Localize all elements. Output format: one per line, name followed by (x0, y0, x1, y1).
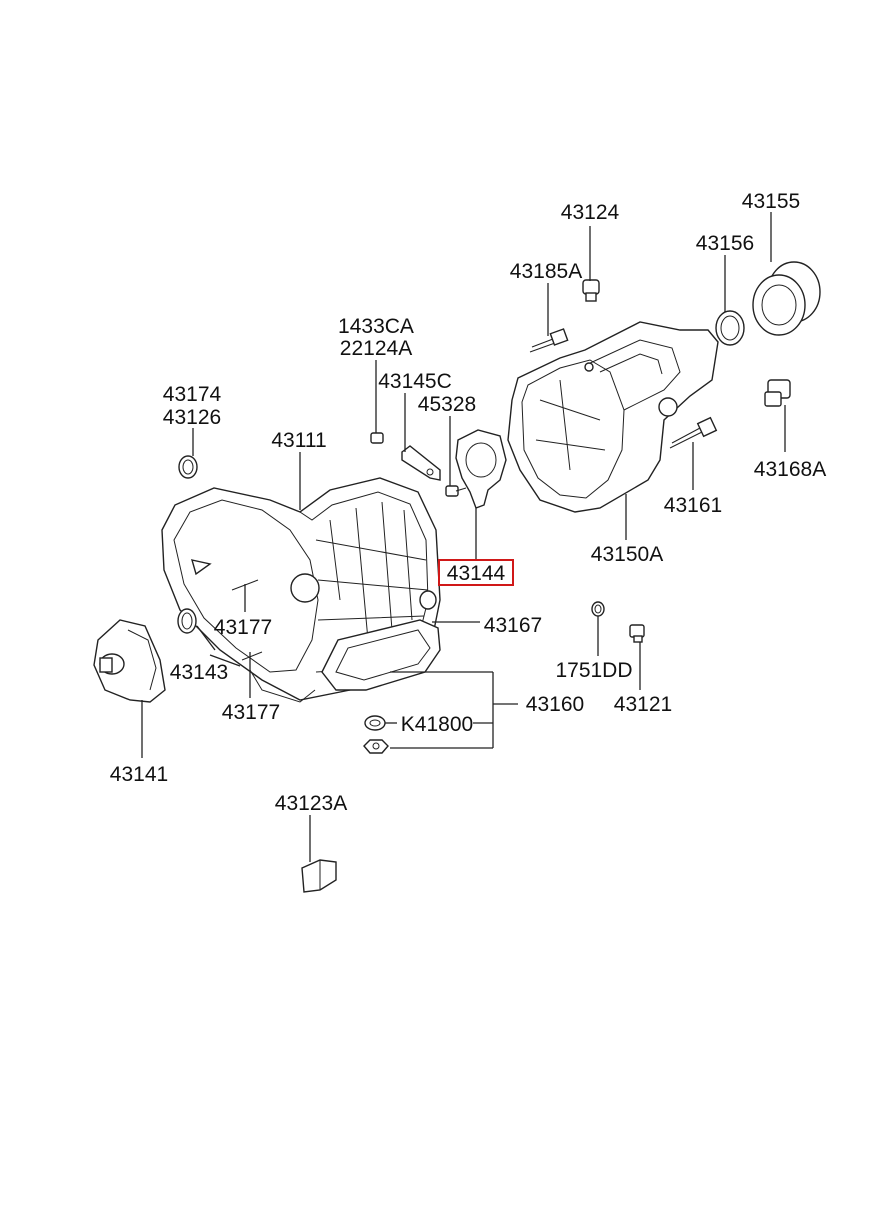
label-43174[interactable]: 43174 (163, 383, 222, 406)
part-labels: 43124 43155 43156 43185A 1433CA 22124A 4… (110, 190, 826, 815)
part-43144-gasket[interactable] (455, 429, 507, 509)
label-43160[interactable]: 43160 (526, 693, 584, 716)
part-45328[interactable] (445, 485, 467, 497)
part-43167[interactable] (419, 590, 437, 610)
label-43168A[interactable]: 43168A (754, 458, 826, 481)
label-43155[interactable]: 43155 (742, 190, 800, 213)
label-K41800[interactable]: K41800 (401, 713, 473, 736)
leader-lines (141, 212, 786, 862)
label-1751DD[interactable]: 1751DD (555, 659, 632, 682)
part-43145C[interactable] (401, 445, 441, 481)
label-43141[interactable]: 43141 (110, 763, 168, 786)
part-43156[interactable] (715, 310, 745, 346)
label-43167[interactable]: 43167 (484, 614, 542, 637)
label-22124A[interactable]: 22124A (340, 337, 412, 360)
label-43177-lower[interactable]: 43177 (222, 701, 280, 724)
label-43143[interactable]: 43143 (170, 661, 228, 684)
part-43160-nut[interactable] (363, 739, 389, 754)
part-43143[interactable] (177, 608, 197, 634)
part-43168A[interactable] (764, 379, 791, 407)
label-43123A[interactable]: 43123A (275, 792, 347, 815)
part-43161[interactable] (669, 416, 718, 449)
label-43145C[interactable]: 43145C (378, 370, 452, 393)
label-43185A[interactable]: 43185A (510, 260, 582, 283)
label-43144[interactable]: 43144 (447, 562, 506, 585)
part-43150A[interactable] (507, 321, 719, 513)
label-43126[interactable]: 43126 (163, 406, 221, 429)
part-43155[interactable] (752, 261, 821, 336)
part-43185A[interactable] (529, 328, 569, 353)
label-1433CA[interactable]: 1433CA (338, 315, 414, 338)
part-43123A[interactable] (301, 859, 337, 893)
part-1433CA-22124A[interactable] (370, 432, 384, 444)
label-43177-upper[interactable]: 43177 (214, 616, 272, 639)
label-43161[interactable]: 43161 (664, 494, 722, 517)
label-43156[interactable]: 43156 (696, 232, 754, 255)
label-43121[interactable]: 43121 (614, 693, 672, 716)
part-43124[interactable] (582, 279, 600, 302)
label-43150A[interactable]: 43150A (591, 543, 663, 566)
part-43121[interactable] (629, 624, 645, 643)
part-K41800[interactable] (364, 715, 386, 731)
part-43141[interactable] (93, 619, 166, 703)
label-43124[interactable]: 43124 (561, 201, 620, 224)
part-1751DD[interactable] (591, 601, 605, 617)
label-45328[interactable]: 45328 (418, 393, 476, 416)
highlight-box (438, 559, 514, 586)
part-43174-43126[interactable] (178, 455, 198, 479)
label-43111[interactable]: 43111 (271, 429, 326, 452)
